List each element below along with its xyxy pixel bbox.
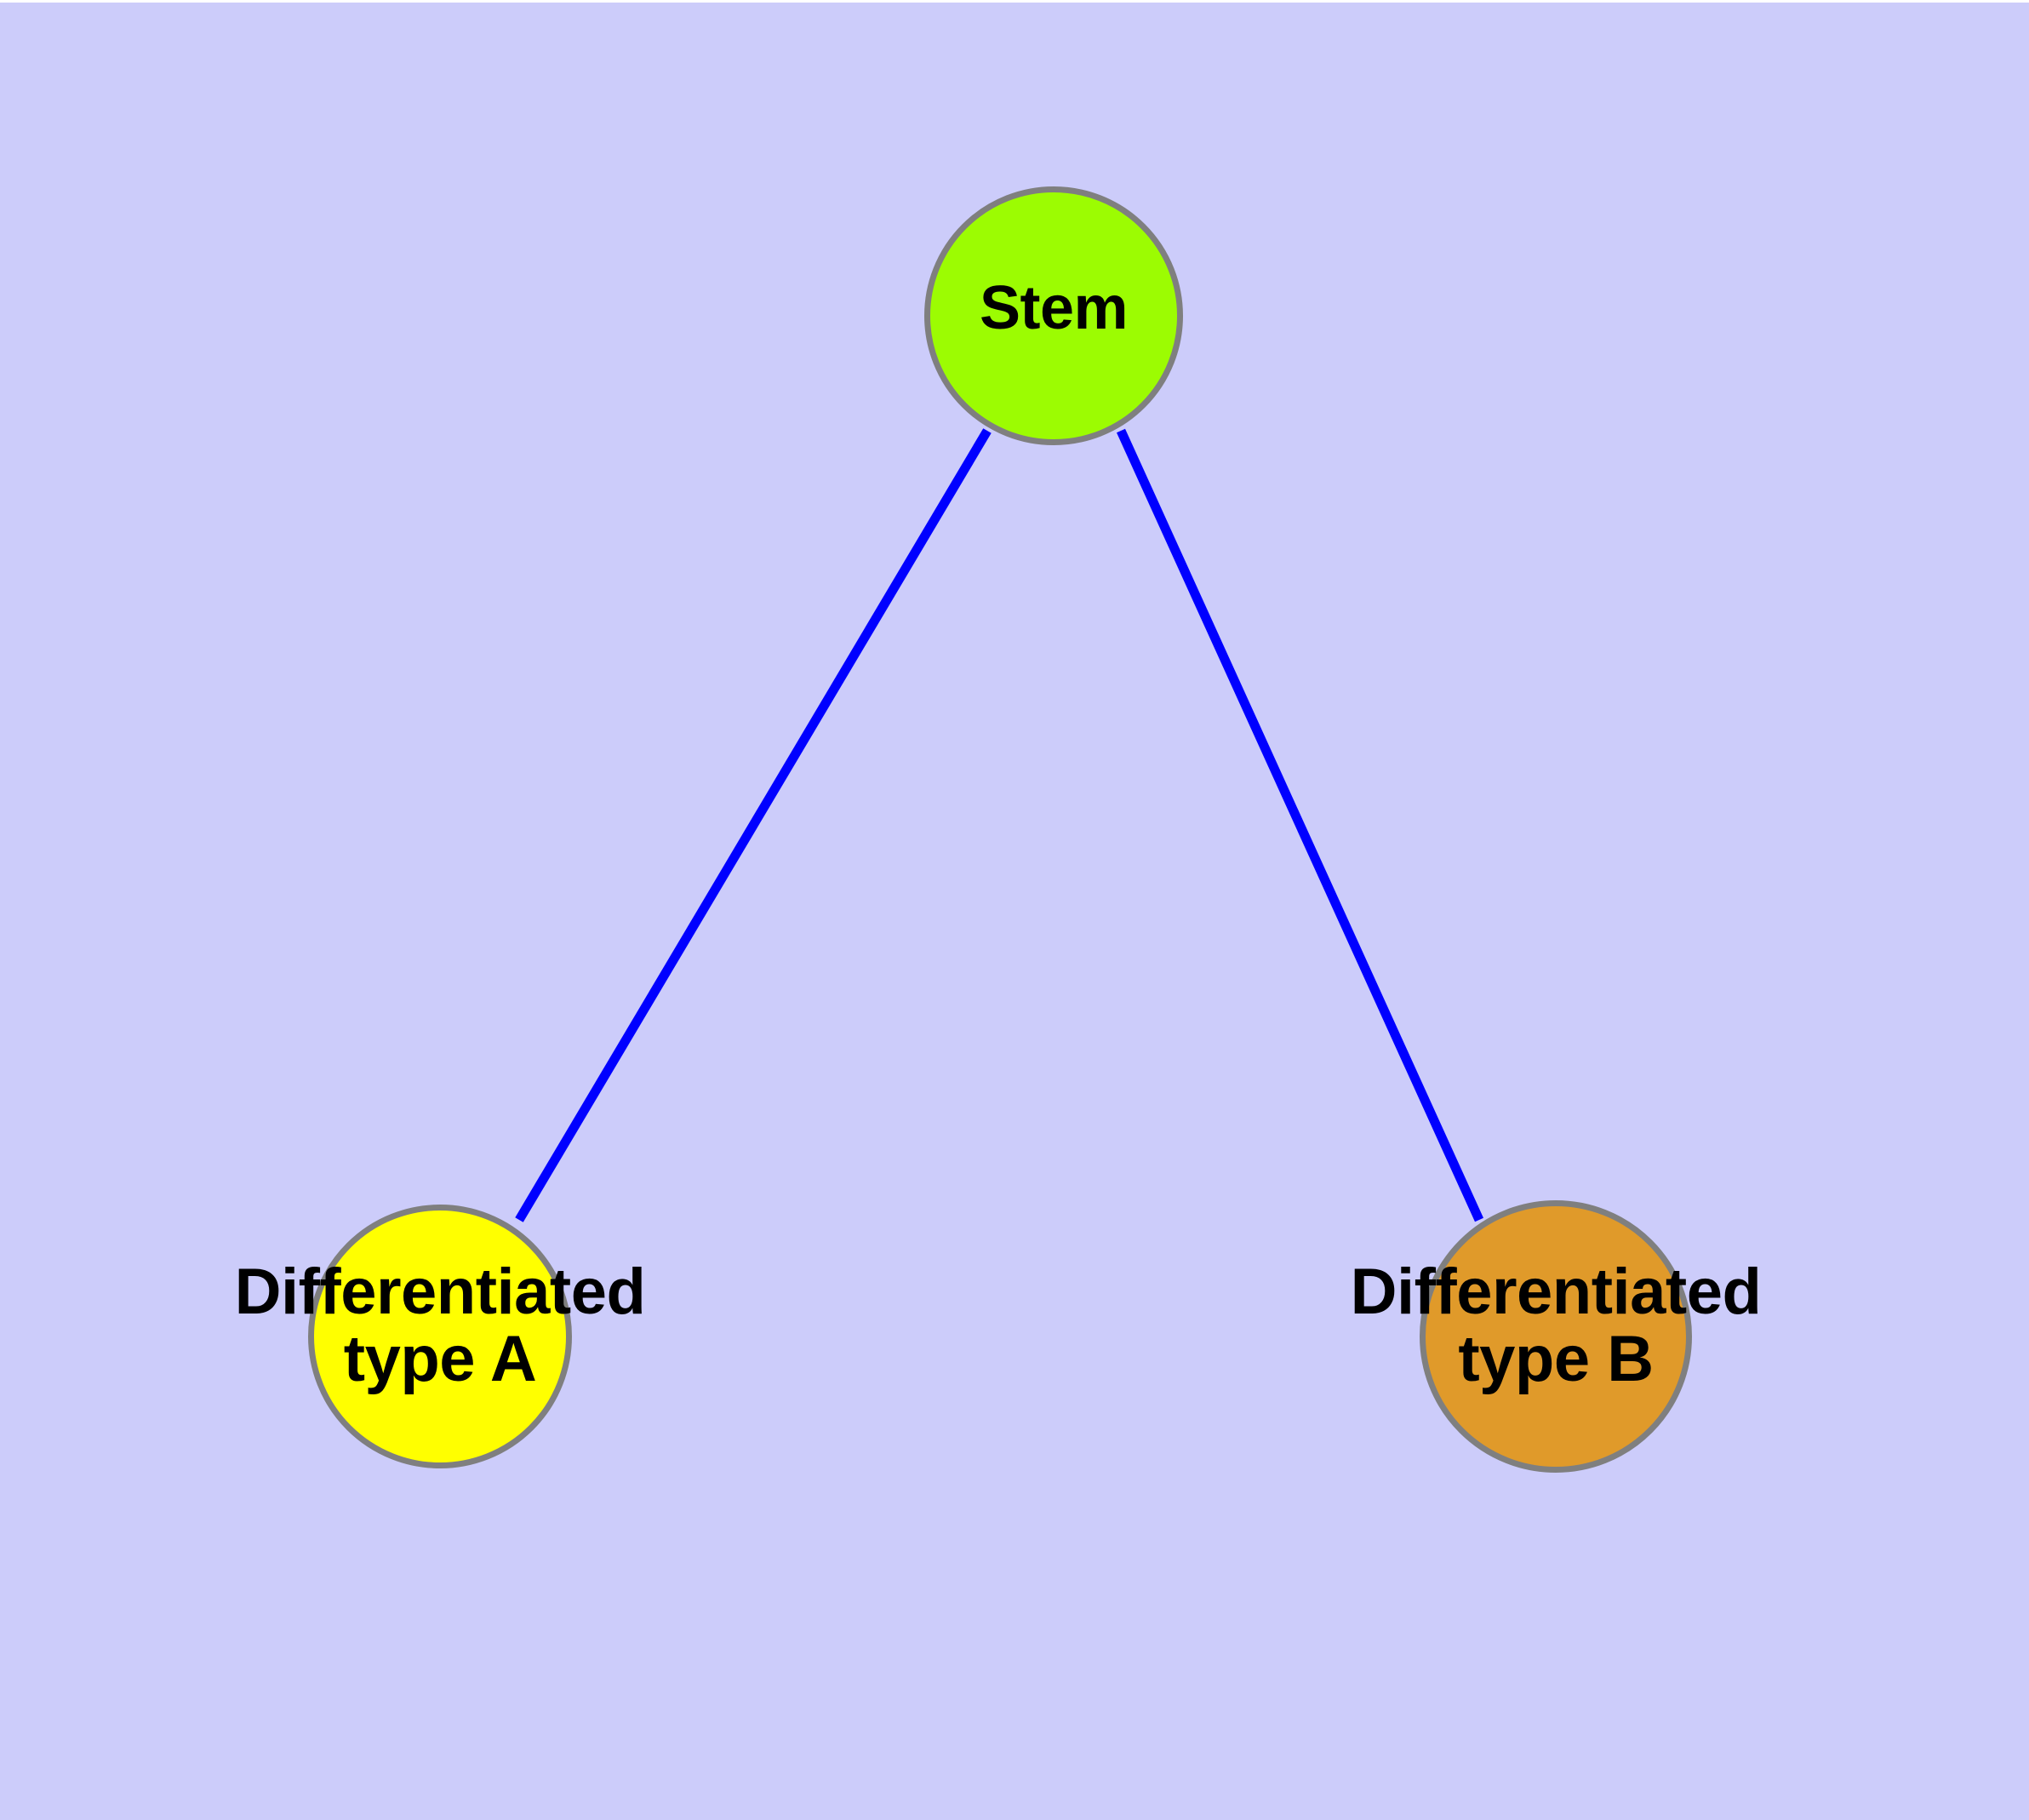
node-differentiated-type-b[interactable] xyxy=(1420,1200,1692,1473)
node-stem[interactable] xyxy=(924,186,1183,445)
node-differentiated-type-a[interactable] xyxy=(308,1205,572,1468)
edge-stem-to-diff-b xyxy=(1116,428,1484,1222)
edge-layer xyxy=(515,428,1484,1222)
edge-stem-to-diff-a xyxy=(515,428,992,1222)
